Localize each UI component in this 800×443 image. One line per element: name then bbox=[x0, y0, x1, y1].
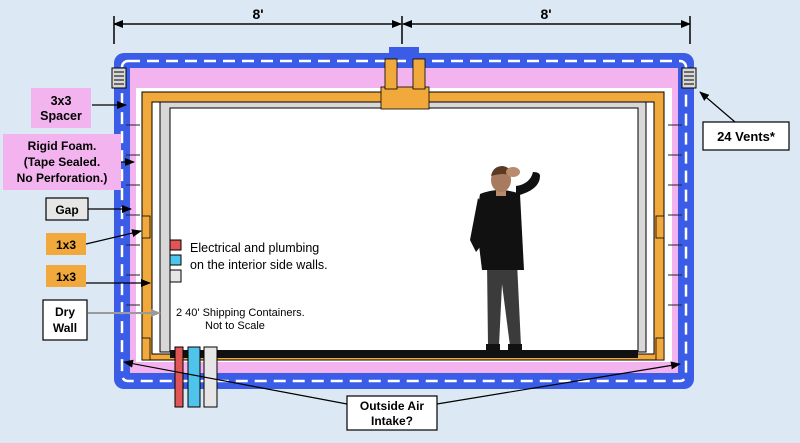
seam-spacer-block bbox=[380, 58, 430, 110]
furring-label-1: 1x3 bbox=[56, 238, 76, 252]
utility-pipes bbox=[174, 346, 218, 408]
furring-arrow-1 bbox=[85, 229, 142, 245]
outside-air-arrow-left bbox=[123, 359, 348, 405]
vents-label-box bbox=[702, 121, 790, 151]
rigid-foam-label-line2: (Tape Sealed. bbox=[24, 155, 100, 169]
services-note-line1: Electrical and plumbing bbox=[190, 241, 319, 255]
spacer-label-line1: 3x3 bbox=[51, 94, 72, 108]
dimension-lines: 8' 8' bbox=[113, 6, 691, 44]
services-legend: Electrical and plumbing on the interior … bbox=[169, 239, 328, 283]
vent-icon bbox=[681, 67, 697, 89]
containers-note-line1: 2 40' Shipping Containers. bbox=[176, 307, 305, 319]
gap-ribs bbox=[126, 124, 682, 306]
vent-icon bbox=[111, 67, 127, 89]
gap-label: Gap bbox=[55, 203, 78, 217]
right-width-label: 8' bbox=[540, 6, 551, 22]
outside-air-arrow-right bbox=[436, 361, 681, 405]
rigid-foam-label-box bbox=[3, 134, 121, 190]
furring-label-box-1 bbox=[46, 233, 86, 255]
rigid-foam-label-line3: No Perforation.) bbox=[17, 171, 108, 185]
person-figure bbox=[470, 166, 540, 351]
left-width-label: 8' bbox=[252, 6, 263, 22]
drywall-label-line1: Dry bbox=[55, 305, 75, 319]
drywall-layer bbox=[159, 101, 647, 353]
spacer-label-box bbox=[31, 88, 91, 128]
vents-arrow bbox=[699, 91, 736, 123]
drywall-label-line2: Wall bbox=[53, 321, 77, 335]
vents-label: 24 Vents* bbox=[717, 129, 776, 144]
containers-note-line2: Not to Scale bbox=[205, 320, 265, 332]
outside-air-label-box bbox=[346, 395, 438, 431]
furring-label-2: 1x3 bbox=[56, 270, 76, 284]
rigid-foam-label-line1: Rigid Foam. bbox=[28, 139, 97, 153]
outside-air-label-line1: Outside Air bbox=[360, 399, 425, 413]
drywall-label-box bbox=[42, 299, 88, 341]
electrical-conduit bbox=[174, 346, 184, 408]
plumbing-pipe bbox=[187, 346, 201, 408]
floor bbox=[170, 350, 638, 358]
spacer-label-line2: Spacer bbox=[40, 109, 82, 123]
furring-label-box-2 bbox=[46, 265, 86, 287]
outside-air-label-line2: Intake? bbox=[371, 414, 413, 428]
services-note-line2: on the interior side walls. bbox=[190, 258, 328, 272]
